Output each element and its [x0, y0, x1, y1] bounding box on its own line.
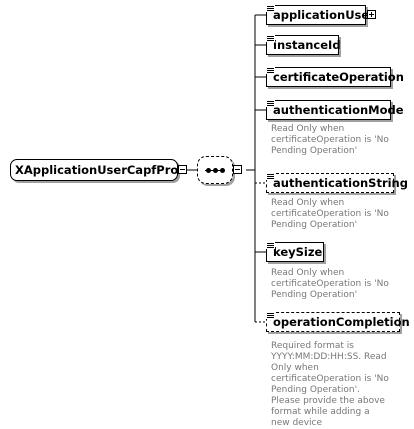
element-lines-icon [266, 35, 275, 42]
sequence-dot [213, 168, 218, 173]
element-annotation: Read Only when certificateOperation is '… [271, 124, 389, 156]
sequence-dot [206, 168, 211, 173]
element-label: authenticationMode [273, 103, 404, 117]
element-certificate-operation[interactable]: certificateOperation [266, 67, 404, 87]
element-annotation: Read Only when certificateOperation is '… [271, 268, 389, 300]
element-instance-id[interactable]: instanceId [266, 35, 341, 55]
root-element-box[interactable]: XApplicationUserCapfProfile [10, 159, 178, 181]
element-key-size[interactable]: keySize [266, 242, 324, 262]
element-label: instanceId [273, 38, 341, 52]
element-operation-completion[interactable]: operationCompletion [266, 312, 410, 332]
element-lines-icon [266, 5, 275, 12]
root-collapse-minus-icon[interactable] [178, 165, 187, 174]
element-label: authenticationString [273, 176, 408, 190]
element-lines-icon [266, 100, 275, 107]
element-lines-icon [266, 67, 275, 74]
element-annotation: Read Only when certificateOperation is '… [271, 198, 389, 230]
element-authentication-mode[interactable]: authenticationMode [266, 100, 404, 120]
expand-plus-icon[interactable] [367, 10, 376, 19]
element-authentication-string[interactable]: authenticationString [266, 173, 408, 193]
sequence-collapse-minus-icon[interactable] [233, 165, 242, 174]
root-element-label: XApplicationUserCapfProfile [15, 163, 178, 177]
element-application-user[interactable]: applicationUser [266, 5, 375, 25]
element-annotation: Required format is YYYY:MM:DD:HH:SS. Rea… [271, 341, 389, 428]
sequence-compositor [197, 156, 233, 184]
element-label: operationCompletion [273, 315, 410, 329]
element-lines-icon [266, 242, 275, 249]
element-label: keySize [273, 245, 323, 259]
element-lines-icon [266, 312, 275, 319]
sequence-dot [220, 168, 225, 173]
element-lines-icon [266, 173, 275, 180]
element-label: certificateOperation [273, 70, 404, 84]
element-label: applicationUser [273, 8, 375, 22]
